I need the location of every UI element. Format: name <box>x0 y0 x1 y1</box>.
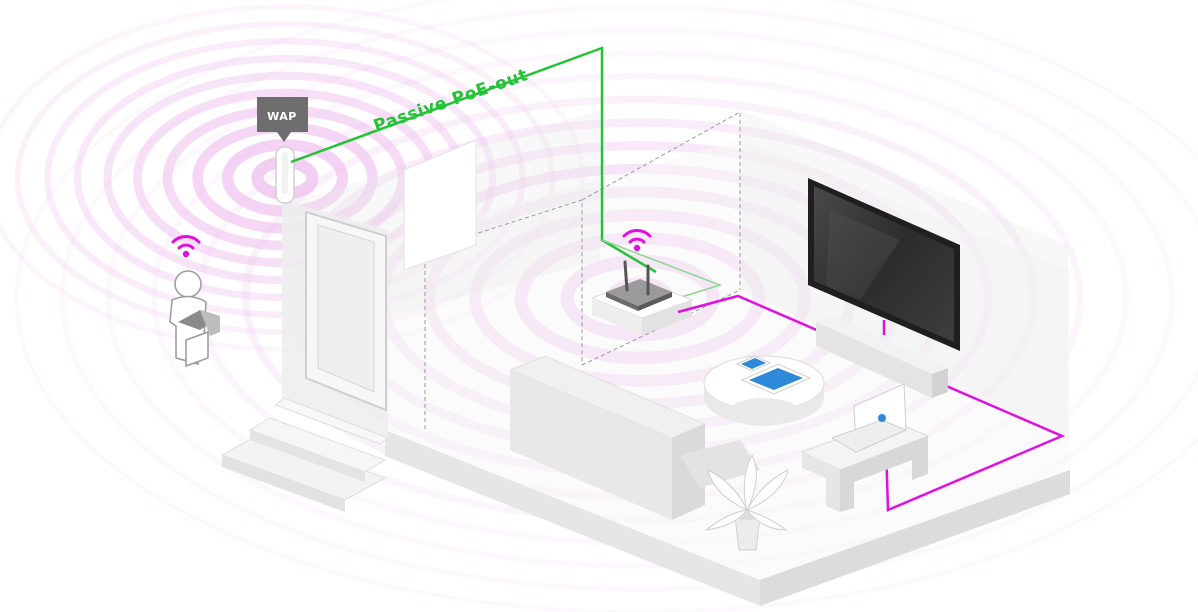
wap-badge-label: WAP <box>267 110 297 123</box>
coffee-table <box>704 356 824 426</box>
wap-badge: WAP <box>257 97 308 142</box>
door-glass <box>318 225 374 392</box>
wap-device <box>276 147 294 203</box>
